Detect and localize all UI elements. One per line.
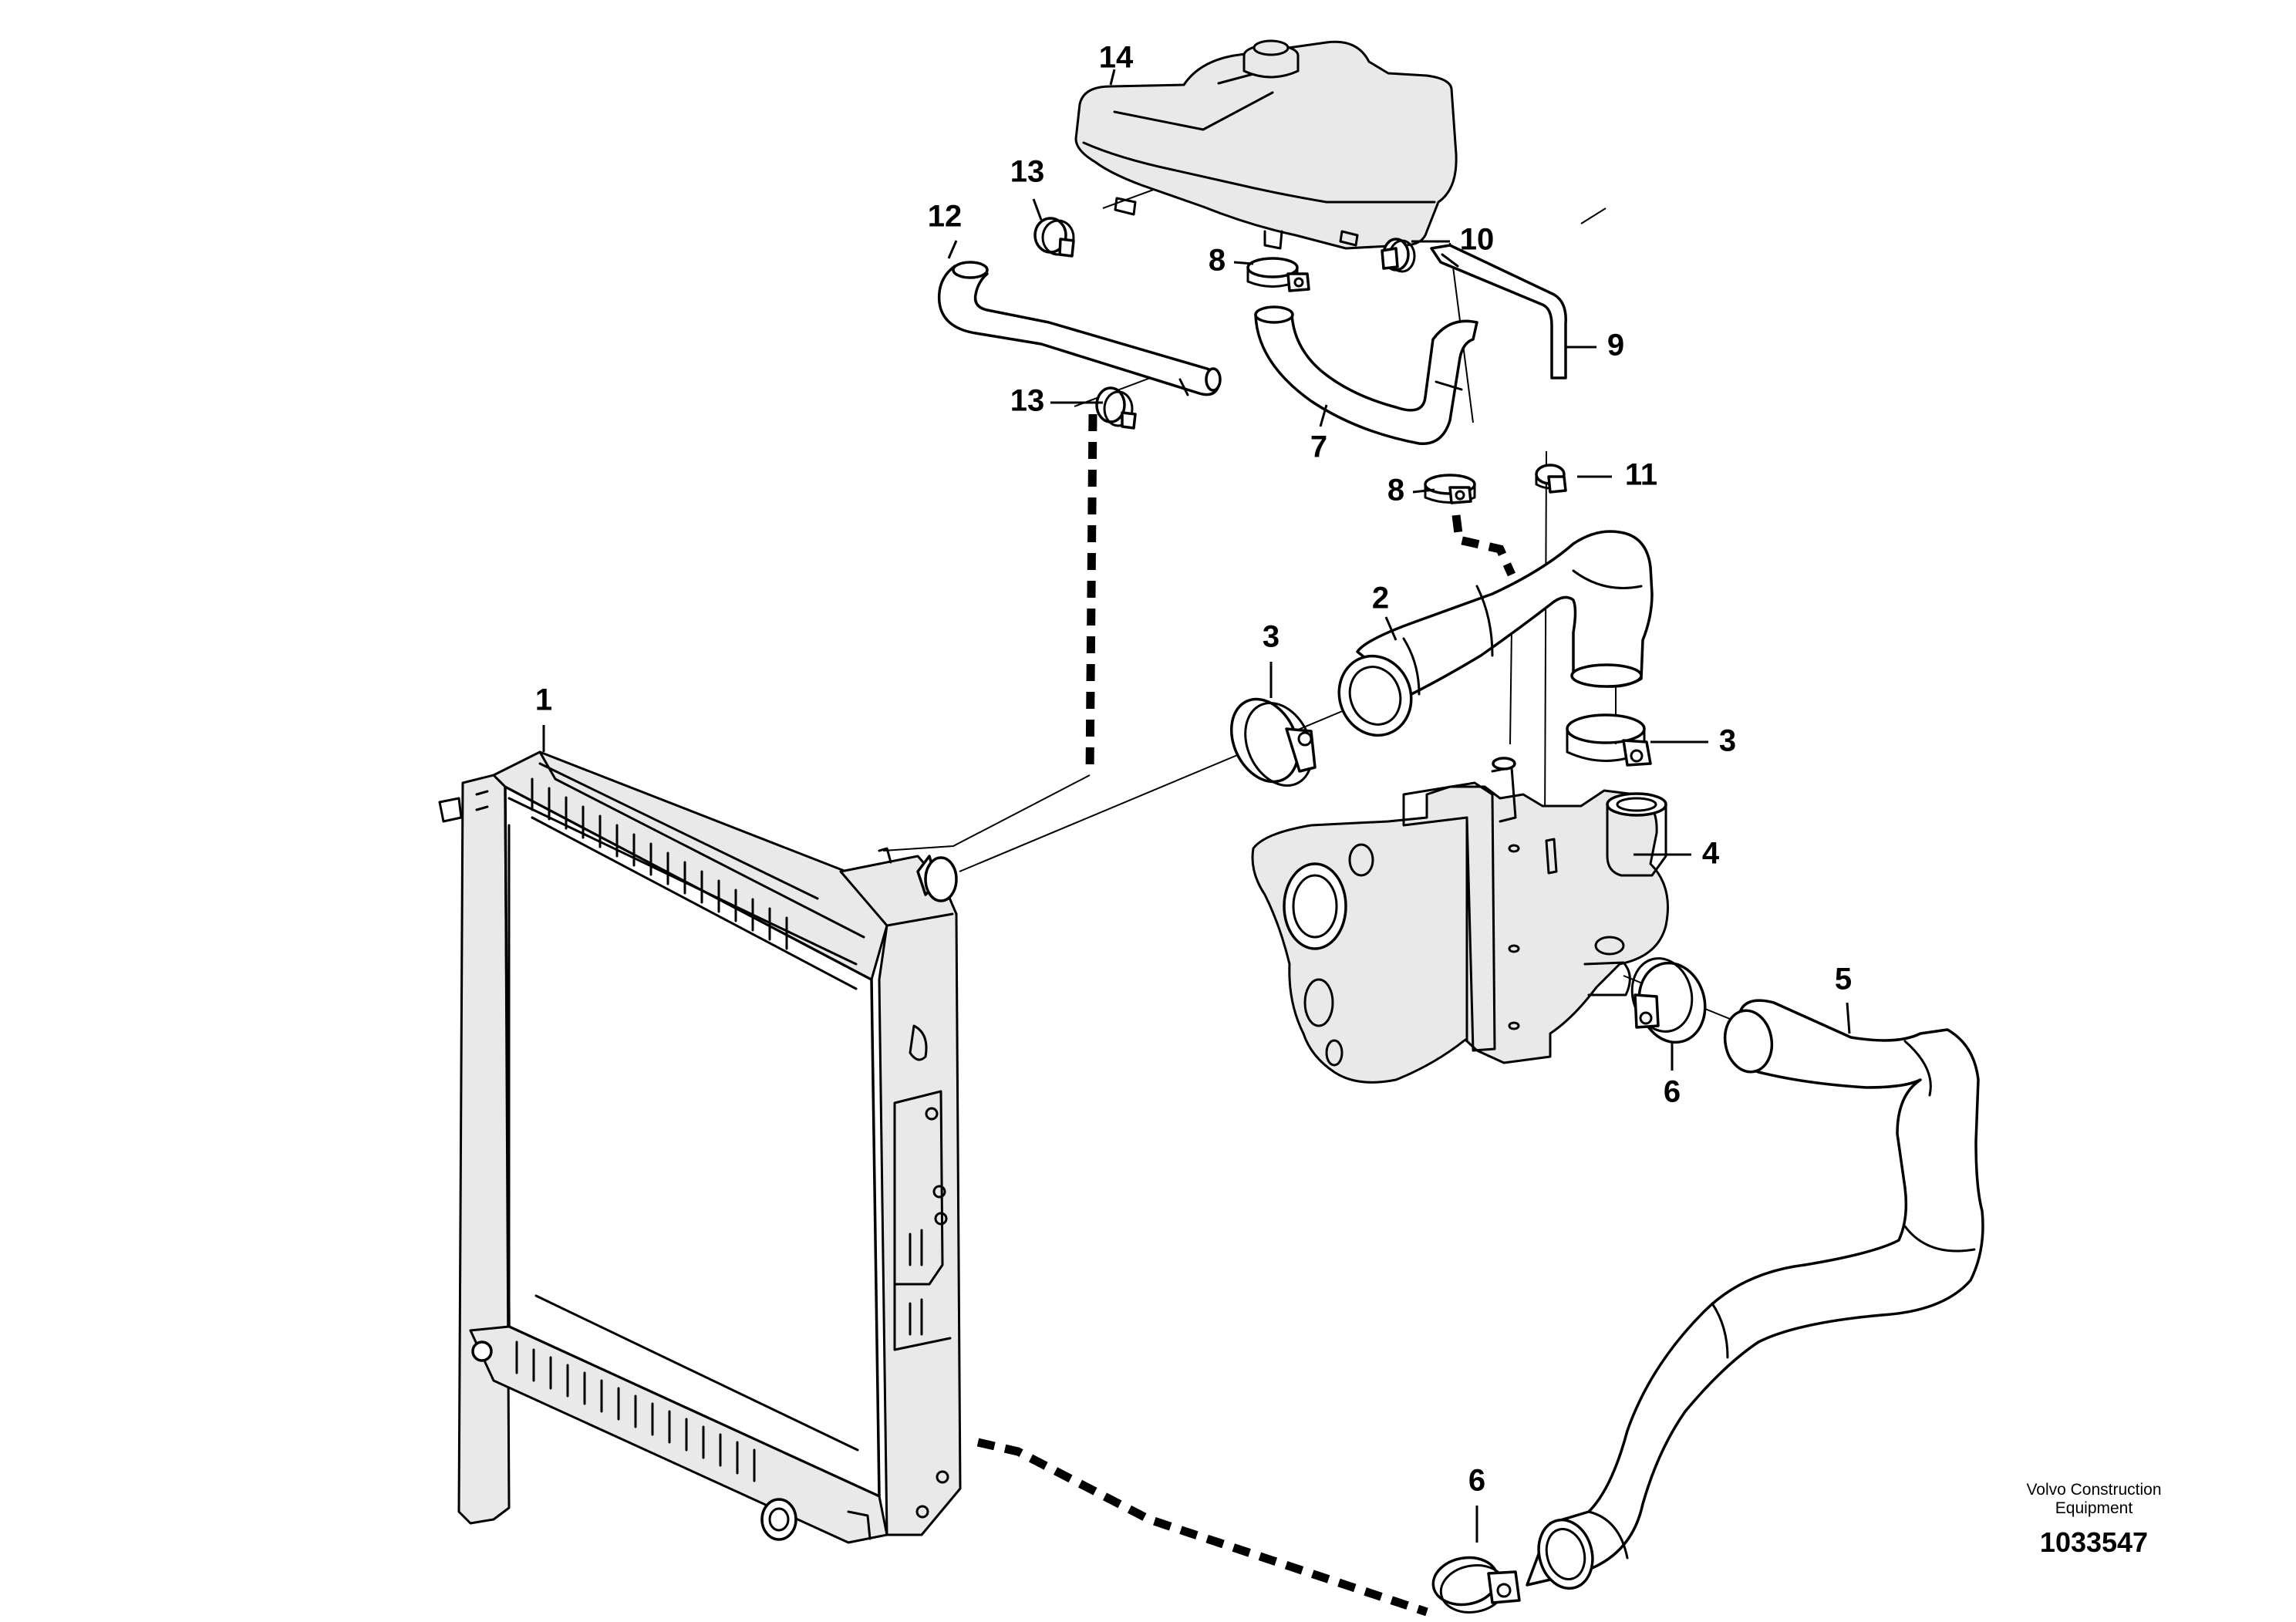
- illustration-number: 1033547: [2040, 1526, 2148, 1558]
- callout-5: 5: [1835, 963, 1852, 996]
- lower-radiator-hose: [1526, 999, 1984, 1590]
- clamp-8-top: [1246, 257, 1310, 292]
- callout-1: 1: [535, 683, 552, 717]
- upper-radiator-hose: [1337, 530, 1654, 737]
- leader-lines: [542, 69, 1851, 1543]
- expansion-tank: [1074, 39, 1458, 250]
- callout-8-lower: 8: [1387, 474, 1404, 508]
- clamp-11: [1535, 464, 1567, 494]
- clamp-8-lower: [1424, 474, 1476, 504]
- thermostat-housing: [1251, 757, 1669, 1084]
- callout-8-top: 8: [1209, 244, 1226, 278]
- radiator: [438, 750, 962, 1544]
- callout-7: 7: [1310, 430, 1327, 464]
- callout-4: 4: [1702, 837, 1720, 871]
- callout-3-right: 3: [1719, 724, 1736, 758]
- clamp-6-middle: [1630, 957, 1707, 1044]
- brand-line-1: Volvo Construction: [2026, 1481, 2161, 1499]
- callout-6-bottom: 6: [1468, 1464, 1485, 1498]
- vent-pipe: [1430, 244, 1567, 379]
- clamp-6-bottom: [1431, 1556, 1521, 1614]
- callout-14: 14: [1099, 41, 1134, 75]
- clamp-10: [1381, 238, 1416, 273]
- hose-clamps: [1033, 217, 1707, 1614]
- callout-6-middle: 6: [1664, 1075, 1681, 1109]
- brand-line-2: Equipment: [2055, 1499, 2133, 1517]
- clamp-13-bottom: [1095, 386, 1137, 430]
- clamp-3-right: [1566, 713, 1652, 767]
- clamp-3-left: [1229, 697, 1317, 787]
- callout-3-left: 3: [1263, 620, 1279, 654]
- callout-2: 2: [1372, 582, 1389, 615]
- callout-10: 10: [1460, 223, 1495, 257]
- callout-11: 11: [1625, 458, 1657, 492]
- brand-block: Volvo Construction Equipment 1033547: [2026, 1481, 2161, 1558]
- tank-drain-hose: [1254, 305, 1478, 445]
- callouts: 1 2 3 3 4 5 6 6 7 8 8 9 10 11 12 13 13 1…: [535, 41, 1852, 1498]
- callout-13-bottom: 13: [1010, 384, 1045, 418]
- callout-13-top: 13: [1010, 155, 1045, 189]
- callout-9: 9: [1607, 329, 1624, 363]
- dashed-connections: [976, 413, 1516, 1617]
- bottom-tank-fins: [515, 1340, 756, 1482]
- callout-12: 12: [928, 200, 963, 234]
- tank-overflow-hose: [937, 261, 1222, 396]
- top-tank-fins: [531, 762, 819, 950]
- clamp-13-top: [1033, 217, 1075, 258]
